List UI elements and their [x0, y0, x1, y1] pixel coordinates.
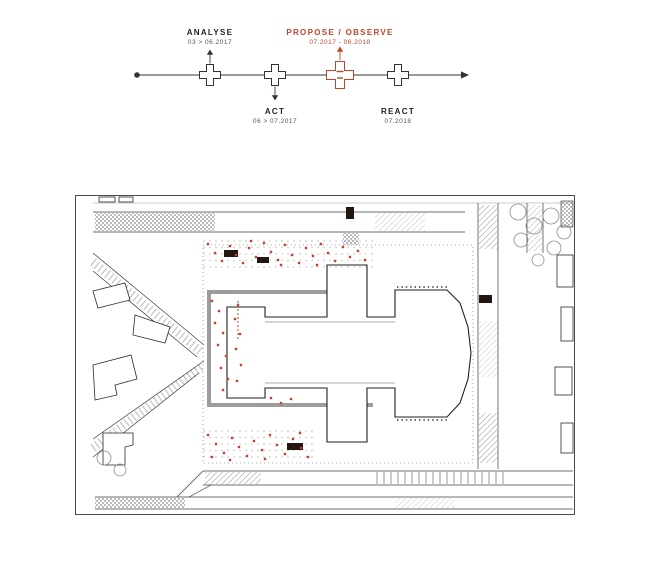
right-road [477, 203, 544, 469]
milestone-cross-react [387, 64, 409, 86]
timeline-svg [134, 46, 469, 101]
act-title: ACT [264, 107, 286, 116]
crosswalk-hatch [95, 213, 215, 231]
react-dates: 07.2018 [384, 118, 412, 125]
top-road [93, 202, 573, 245]
pedestrian-crossing [343, 233, 359, 245]
react-title: REACT [380, 107, 416, 116]
context-buildings [92, 196, 574, 466]
analyse-title: ANALYSE [186, 28, 234, 37]
cathedral-footprint [226, 264, 472, 443]
timeline-arrowhead [461, 71, 469, 79]
milestone-cross-act [264, 64, 286, 86]
site-plan-svg [75, 195, 575, 515]
analyse-arrowhead [206, 49, 214, 55]
propose-dates: 07.2017 - 06.2018 [309, 39, 371, 46]
act-arrowhead [271, 95, 279, 101]
bottom-road [95, 470, 573, 510]
milestone-cross-propose [326, 61, 354, 89]
timeline-label-react: REACT 07.2018 [358, 107, 438, 125]
analyse-dates: 03 > 06.2017 [187, 39, 233, 46]
terrace-band [207, 290, 373, 407]
propose-arrowhead [336, 46, 344, 52]
plaza-boundary [202, 244, 474, 464]
act-dates: 06 > 07.2017 [252, 118, 298, 125]
milestone-cross-analyse [199, 64, 221, 86]
timeline-label-analyse: ANALYSE 03 > 06.2017 [160, 28, 260, 46]
propose-title: PROPOSE / OBSERVE [286, 28, 394, 37]
timeline-label-propose: PROPOSE / OBSERVE 07.2017 - 06.2018 [280, 28, 400, 46]
timeline-label-act: ACT 06 > 07.2017 [235, 107, 315, 125]
generated-layer [96, 203, 572, 484]
